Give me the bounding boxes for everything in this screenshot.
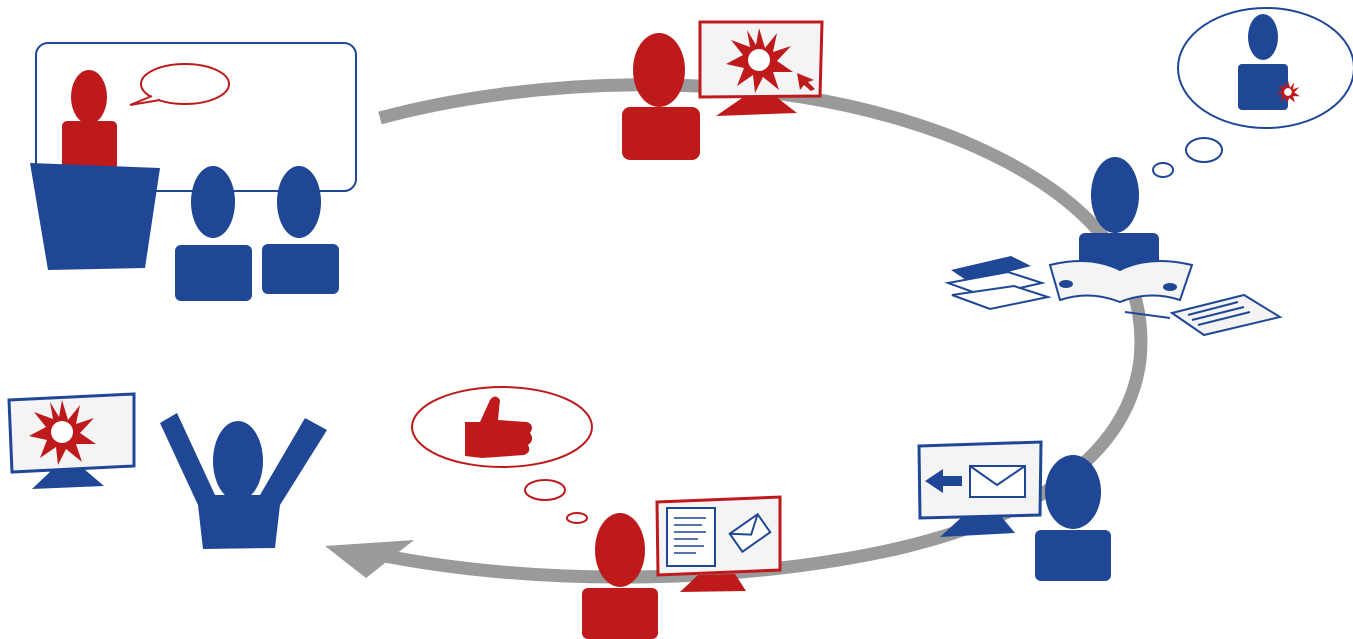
envelope-icon [728,512,772,554]
speech-bubble-icon [129,63,230,106]
research-scene [944,7,1353,337]
user-figure [622,33,700,160]
cursor-icon [797,73,815,91]
document-icon [666,507,716,567]
thought-bubble-icon [411,386,593,524]
approval-scene [411,386,782,639]
thought-bubble-icon [1152,7,1353,178]
envelope-icon [969,465,1026,498]
arrow-head-icon [325,540,414,578]
monitor-icon [917,440,1043,537]
audience-figure [262,166,339,294]
user-figure [1035,455,1111,581]
cheering-figure [160,413,327,549]
send-message-scene [917,440,1111,581]
document-icon [1124,293,1283,337]
book-stack-icon [944,256,1052,311]
podium [30,163,160,270]
monitor-icon [7,392,136,489]
presentation-scene [30,42,357,301]
monitor-icon [655,495,782,592]
audience-figure [175,166,252,301]
user-figure [582,513,658,639]
success-scene [7,392,327,549]
online-demo-scene [622,20,824,160]
thumbs-up-icon [465,396,533,458]
arrow-left-icon [925,469,962,493]
presenter-figure [62,70,117,176]
open-book-icon [1048,260,1194,304]
monitor-icon [698,20,824,116]
